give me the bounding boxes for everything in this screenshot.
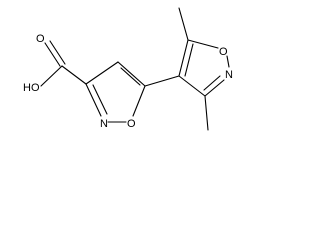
bond-methyl-top <box>178 7 189 41</box>
bond-ring-link <box>144 75 180 87</box>
bond-ring2-c5-o1 <box>187 39 219 49</box>
bond-ring2-n2-c3 <box>204 79 225 97</box>
bond-acid-carbonyl <box>44 42 61 67</box>
bond-ring1-n2-c3-double <box>92 84 108 115</box>
atom-label-carbonyl-oxygen: O <box>36 33 45 45</box>
bond-ring2-n2-c3-double <box>203 75 221 91</box>
bond-acid-carbon-to-ring <box>61 65 87 85</box>
bond-ring1-c3-c4 <box>85 61 119 85</box>
bond-acid-carbonyl-double <box>49 40 66 65</box>
atom-label-ring1-oxygen: O <box>127 118 136 130</box>
bond-ring1-n2-c3 <box>85 83 102 117</box>
atom-label-ring1-nitrogen: N <box>100 118 108 130</box>
bond-methyl-bottom <box>204 95 209 131</box>
atom-label-ring2-oxygen: O <box>219 46 228 58</box>
atom-label-hydroxyl: HO <box>23 82 40 94</box>
bond-ring2-c3-c4 <box>178 75 206 97</box>
bond-ring2-c4-c5 <box>178 39 189 77</box>
bond-ring2-c4-c5-double <box>184 43 194 77</box>
bond-acid-hydroxyl <box>40 65 63 87</box>
atom-label-ring2-nitrogen: N <box>225 69 233 81</box>
bond-ring1-c5-o1 <box>132 85 146 117</box>
bond-ring1-c4-c5 <box>117 61 146 87</box>
bond-ring1-c4-c5-double <box>120 67 141 86</box>
bond-ring2-o1-n2 <box>226 55 230 68</box>
structure-diagram: HO O N O O N <box>23 7 233 131</box>
